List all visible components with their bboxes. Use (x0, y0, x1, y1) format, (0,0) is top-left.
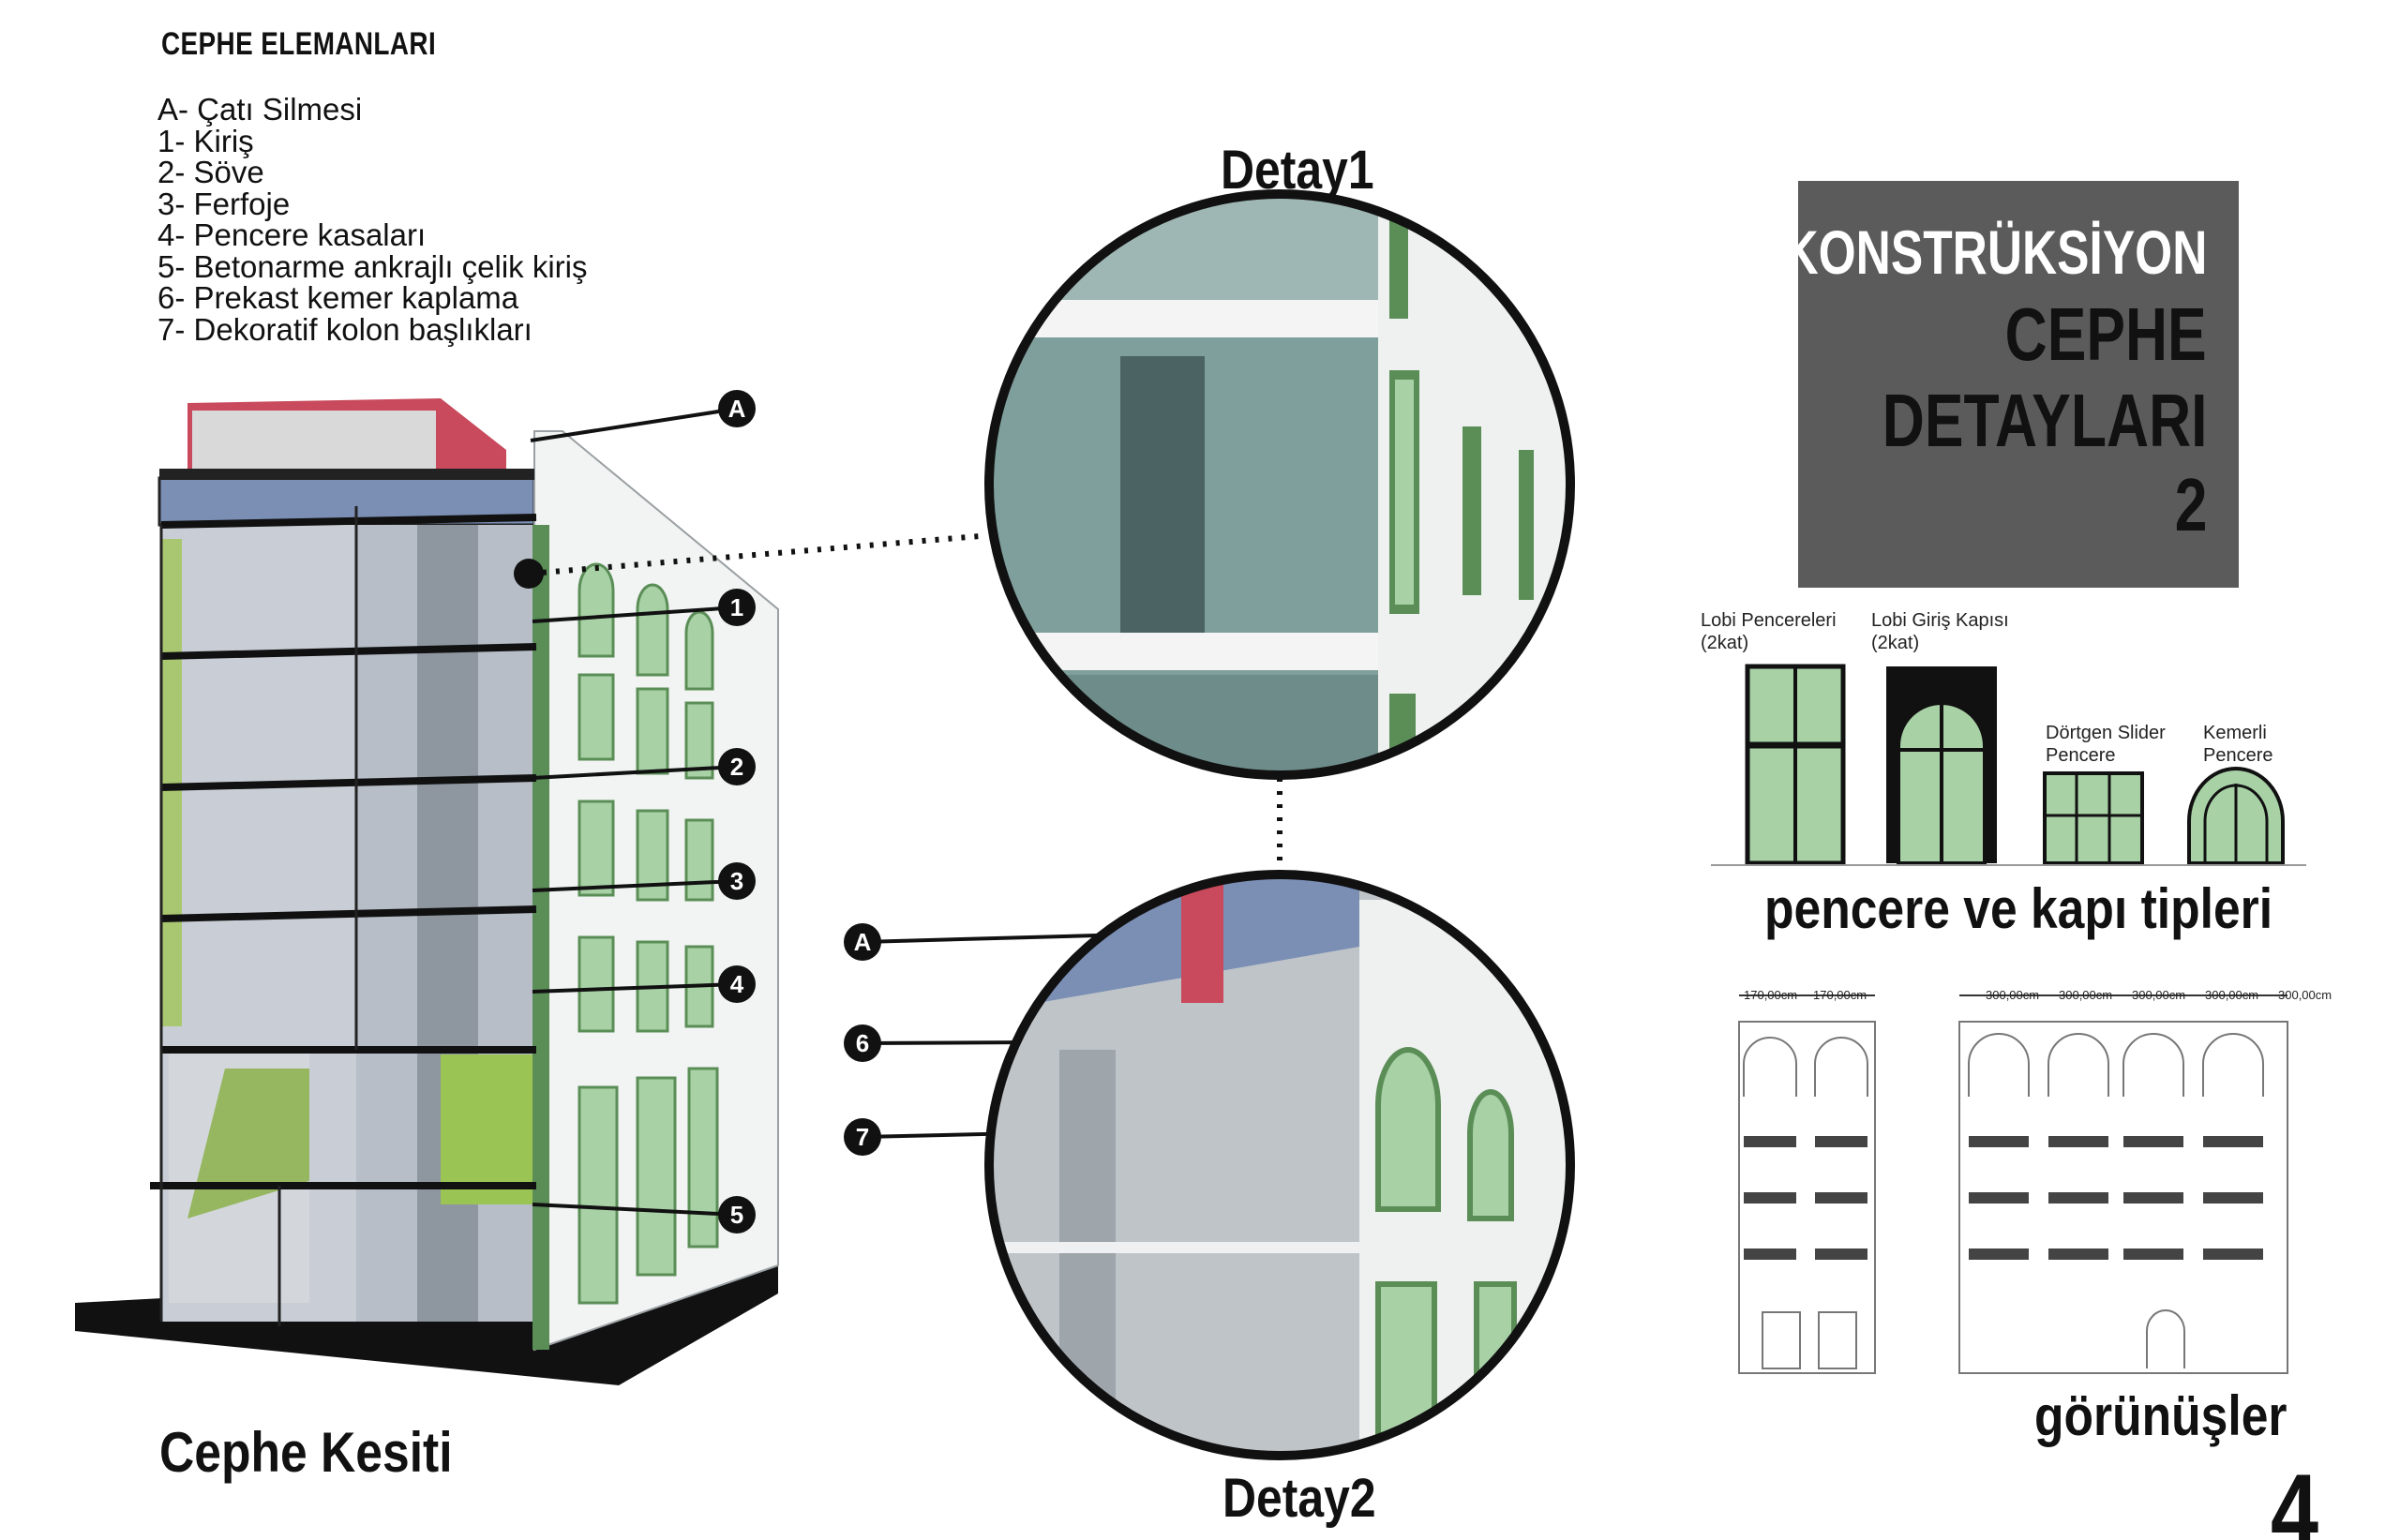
svg-text:1: 1 (730, 593, 743, 621)
elevations-caption: görünüşler (2034, 1384, 2288, 1447)
legend-item-3: 3- Ferfoje (158, 186, 291, 221)
dimension-label: 300,00cm (2132, 988, 2185, 1002)
marker-5: 5 (718, 1196, 756, 1233)
page-number: 4 (2271, 1453, 2319, 1540)
dimension-label: 300,00cm (1986, 988, 2039, 1002)
title-line-1: KONSTRÜKSİYON (1783, 217, 2207, 287)
marker-6: 6 (844, 1024, 881, 1062)
dims-right: 300,00cm 300,00cm 300,00cm 300,00cm 300,00cm (1986, 988, 2332, 1002)
legend-item-7: 7- Dekoratif kolon başlıkları (158, 311, 532, 347)
window-label-lobby-windows: Lobi Pencereleri(2kat) (1701, 610, 1837, 653)
detail1-caption: Detay1 (1221, 140, 1374, 201)
legend-item-4: 4- Pencere kasaları (158, 217, 427, 252)
callout-markers: A 1 2 3 4 5 A 6 7 (718, 390, 881, 1233)
title-line-3: DETAYLARI (1882, 379, 2207, 462)
elevation-railings (1744, 1136, 2263, 1260)
svg-text:A: A (854, 928, 872, 956)
detail2-caption: Detay2 (1222, 1468, 1376, 1529)
elevations (1738, 1021, 2288, 1374)
svg-text:2: 2 (730, 753, 743, 781)
building-section (75, 398, 779, 1385)
dimension-label: 300,00cm (2205, 988, 2258, 1002)
dims-left: 170,00cm 170,00cm (1744, 988, 1867, 1002)
title-line-4: 2 (2174, 463, 2207, 546)
dimension-label: 170,00cm (1744, 988, 1797, 1002)
legend-item-1: 1- Kiriş (158, 123, 254, 158)
marker-2: 2 (718, 748, 756, 785)
marker-4: 4 (718, 965, 756, 1003)
svg-text:5: 5 (730, 1201, 743, 1229)
dimension-label: 170,00cm (1813, 988, 1867, 1002)
svg-text:7: 7 (856, 1123, 869, 1151)
marker-7: 7 (844, 1118, 881, 1156)
dimension-label: 300,00cm (2059, 988, 2112, 1002)
title-box: KONSTRÜKSİYON CEPHE DETAYLARI 2 (1783, 181, 2239, 588)
window-types-caption: pencere ve kapı tipleri (1764, 877, 2273, 940)
svg-text:6: 6 (856, 1029, 869, 1057)
svg-text:4: 4 (730, 970, 744, 998)
title-line-2: CEPHE (2005, 292, 2207, 376)
legend-item-a: A- Çatı Silmesi (158, 92, 363, 127)
dimension-label: 300,00cm (2278, 988, 2332, 1002)
window-label-lobby-door: Lobi Giriş Kapısı(2kat) (1871, 610, 2009, 653)
detail1-circle (984, 189, 1575, 780)
legend-item-6: 6- Prekast kemer kaplama (158, 280, 519, 315)
marker-a: A (844, 923, 881, 961)
marker-a: A (718, 390, 756, 427)
sheet-header: CEPHE ELEMANLARI (161, 26, 437, 62)
detail2-circle (984, 870, 1575, 1460)
marker-1: 1 (718, 589, 756, 626)
marker-3: 3 (718, 862, 756, 900)
legend-item-5: 5- Betonarme ankrajlı çelik kiriş (158, 248, 588, 284)
svg-text:3: 3 (730, 867, 743, 895)
section-caption: Cephe Kesiti (159, 1421, 453, 1484)
legend-list: A- Çatı Silmesi 1- Kiriş 2- Söve 3- Ferf… (158, 94, 588, 345)
svg-text:A: A (728, 395, 746, 423)
legend-item-2: 2- Söve (158, 155, 264, 189)
window-types (1711, 664, 2306, 866)
